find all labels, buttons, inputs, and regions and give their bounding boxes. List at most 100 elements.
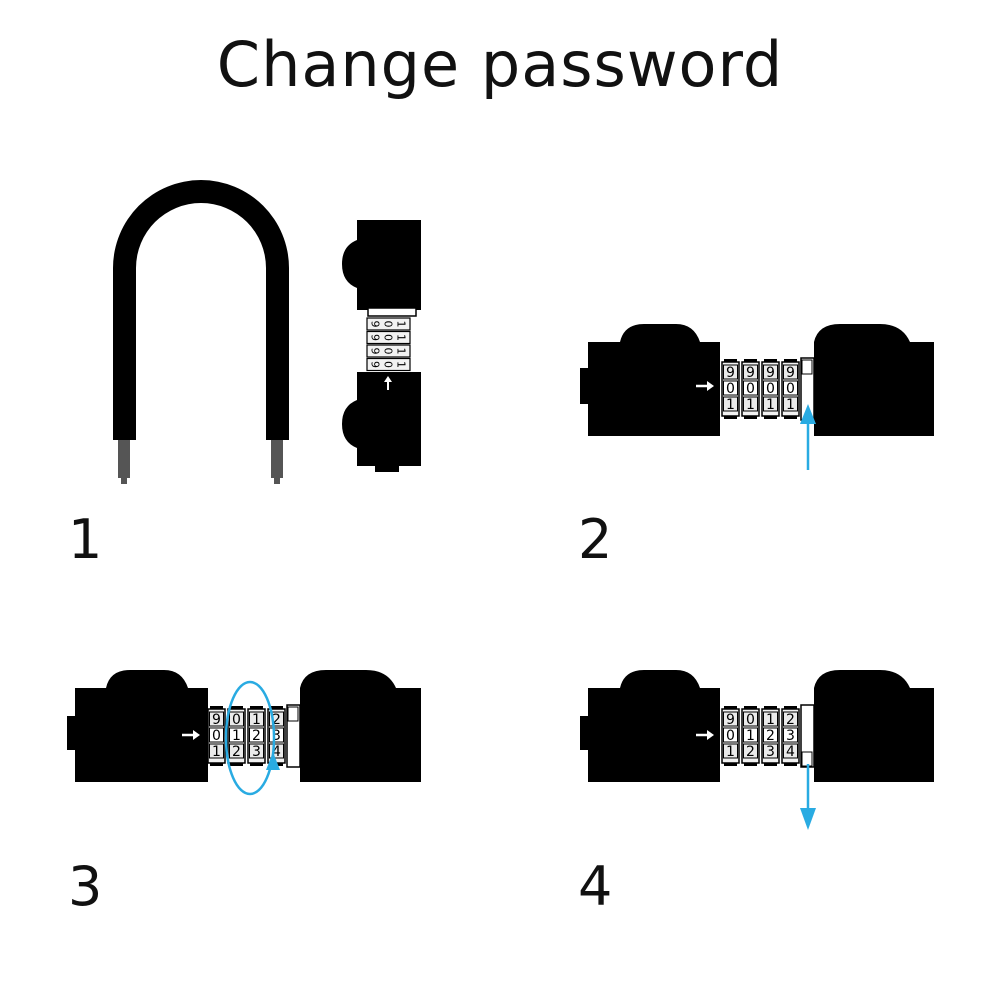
dial-digit: 2 xyxy=(786,712,795,728)
right-arrow-icon xyxy=(696,381,714,391)
dial-digit: 0 xyxy=(382,361,395,368)
dial-digit: 1 xyxy=(766,712,775,728)
dial-wheel[interactable]: 901 xyxy=(741,359,760,419)
dial-digit: 0 xyxy=(746,381,755,397)
dial-digit: 9 xyxy=(786,365,795,381)
dial-digit: 0 xyxy=(726,728,735,744)
dial-wheel[interactable]: 901 xyxy=(207,706,226,766)
dial-digit: 1 xyxy=(726,397,735,413)
page-title: Change password xyxy=(216,28,784,101)
dial-wheel[interactable]: 901 xyxy=(721,706,740,766)
dial-digit: 1 xyxy=(746,728,755,744)
dial-wheel[interactable]: 123 xyxy=(761,706,780,766)
dial-wheel[interactable]: 234 xyxy=(267,706,286,766)
step-3-number: 3 xyxy=(68,855,103,918)
dial-digit: 0 xyxy=(726,381,735,397)
dial-digit: 9 xyxy=(726,712,735,728)
right-arrow-icon xyxy=(696,730,714,740)
lock-side-button xyxy=(67,716,77,750)
lock-body-right xyxy=(814,670,934,782)
lock-body-left xyxy=(75,670,208,782)
lock-slider xyxy=(367,307,417,317)
dial-digit: 1 xyxy=(252,712,261,728)
dial-digit: 9 xyxy=(369,348,382,355)
lock-side-button xyxy=(580,368,590,404)
step-4-number: 4 xyxy=(578,855,613,918)
dial-digit: 2 xyxy=(252,728,261,744)
dial-wheel[interactable]: 123 xyxy=(247,706,266,766)
dial-digit: 9 xyxy=(746,365,755,381)
reset-slider-knob xyxy=(801,359,813,375)
push-down-arrow-icon xyxy=(800,764,816,830)
dial-digit: 9 xyxy=(766,365,775,381)
dial-digit: 3 xyxy=(766,744,775,760)
dial-digit: 9 xyxy=(212,712,221,728)
shackle xyxy=(113,180,289,440)
dial-digit: 1 xyxy=(395,334,408,341)
dial-digit: 9 xyxy=(726,365,735,381)
dial-digit: 0 xyxy=(766,381,775,397)
shackle-pin-right xyxy=(271,440,283,478)
dial-digit: 1 xyxy=(232,728,241,744)
reset-slider-knob xyxy=(801,751,813,767)
dial-digit: 9 xyxy=(369,321,382,328)
dial-digit: 3 xyxy=(272,728,281,744)
lock-body-left xyxy=(588,324,720,436)
lock-body-left xyxy=(588,670,720,782)
dial-digit: 1 xyxy=(726,744,735,760)
dial-wheel[interactable]: 012 xyxy=(227,706,246,766)
dial-digit: 2 xyxy=(746,744,755,760)
lock-body-bottom xyxy=(342,372,421,466)
up-arrow-icon xyxy=(384,376,392,390)
dial-digit: 9 xyxy=(369,361,382,368)
dial-wheel[interactable]: 901 xyxy=(761,359,780,419)
dial-digit: 4 xyxy=(786,744,795,760)
dial-wheel[interactable]: 234 xyxy=(781,706,800,766)
dial-digit: 1 xyxy=(786,397,795,413)
lock-body-top xyxy=(342,220,421,310)
dial-digit: 0 xyxy=(232,712,241,728)
rotate-wheels-icon xyxy=(224,680,280,796)
step-1-number: 1 xyxy=(68,508,103,571)
dial-wheel[interactable]: 012 xyxy=(741,706,760,766)
dial-digit: 3 xyxy=(786,728,795,744)
right-arrow-icon xyxy=(182,730,200,740)
dial-digit: 0 xyxy=(746,712,755,728)
shackle-pin-left xyxy=(118,440,130,478)
lock-body-right xyxy=(814,324,934,436)
dial-digit: 2 xyxy=(272,712,281,728)
dial-digit: 0 xyxy=(382,321,395,328)
dial-wheel[interactable]: 901 xyxy=(781,359,800,419)
lock-base-tab xyxy=(375,466,399,472)
shackle-pin-right-tip xyxy=(274,478,280,484)
dial-digit: 1 xyxy=(766,397,775,413)
reset-slider-knob xyxy=(287,706,299,722)
dial-digit: 1 xyxy=(395,361,408,368)
dial-wheel[interactable]: 901 xyxy=(721,359,740,419)
dial-digit: 9 xyxy=(369,334,382,341)
dial-digit: 1 xyxy=(746,397,755,413)
dial-digit: 4 xyxy=(272,744,281,760)
push-up-arrow-icon xyxy=(800,404,816,470)
dial-digit: 0 xyxy=(786,381,795,397)
dial-digit: 0 xyxy=(382,348,395,355)
step-2-number: 2 xyxy=(578,508,613,571)
dial-digit: 3 xyxy=(252,744,261,760)
lock-body-right xyxy=(300,670,421,782)
dial-digit: 0 xyxy=(382,334,395,341)
dial-digit: 1 xyxy=(395,321,408,328)
shackle-pin-left-tip xyxy=(121,478,127,484)
dial-digit: 2 xyxy=(766,728,775,744)
